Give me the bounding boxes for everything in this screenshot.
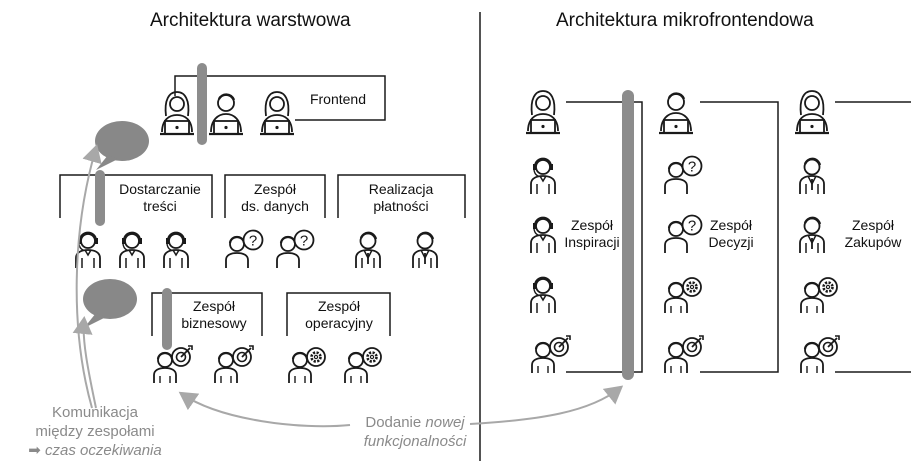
frontend-bar <box>197 63 207 145</box>
gear-person-icon <box>287 346 327 385</box>
layered-title: Architektura warstwowa <box>150 10 351 31</box>
question-person-icon <box>224 229 264 270</box>
target-person-icon <box>663 334 705 375</box>
content-box <box>59 174 213 218</box>
feature-note: Dodanie nowej funkcjonalności <box>363 414 467 450</box>
layered-architecture <box>59 63 466 409</box>
headset-person-icon <box>529 216 557 255</box>
speech-bubble-icon <box>95 121 149 170</box>
laptop-person-icon <box>158 90 196 136</box>
operations-box <box>286 292 391 336</box>
frontend-box <box>174 75 386 121</box>
communication-arrow <box>75 144 102 409</box>
laptop-person-icon <box>524 89 562 135</box>
feature-arrow-right <box>469 385 624 425</box>
communication-arrow <box>72 316 97 409</box>
arrow-right-icon: ➡ <box>28 442 41 459</box>
feature-bar <box>622 90 634 380</box>
headset-person-icon <box>162 231 190 270</box>
headset-person-icon <box>529 276 557 315</box>
headset-person-icon <box>118 231 146 270</box>
feature-arrow-left <box>178 391 351 428</box>
frontend-label: Frontend <box>303 91 373 108</box>
inspiration-box <box>566 101 643 373</box>
microfrontend-title: Architektura mikrofrontendowa <box>556 10 814 31</box>
gear-person-icon <box>343 346 383 385</box>
gear-person-icon <box>663 276 703 315</box>
suit-person-icon <box>798 216 826 255</box>
target-person-icon <box>152 344 194 385</box>
laptop-person-icon <box>258 90 296 136</box>
target-person-icon <box>213 344 255 385</box>
content-bar <box>95 170 105 226</box>
suit-person-icon <box>798 157 826 196</box>
gear-person-icon <box>799 276 839 315</box>
laptop-person-icon <box>793 89 831 135</box>
laptop-person-icon <box>657 92 695 135</box>
business-box <box>151 292 263 336</box>
target-person-icon <box>799 334 841 375</box>
decision-box <box>700 101 779 373</box>
question-person-icon <box>275 229 315 270</box>
purchase-box <box>835 101 911 373</box>
headset-person-icon <box>529 157 557 196</box>
communication-note: Komunikacja między zespołami ➡ czas ocze… <box>28 404 162 459</box>
question-person-icon <box>663 214 703 255</box>
microfrontend-architecture <box>524 89 911 380</box>
question-person-icon <box>663 155 703 196</box>
suit-person-icon <box>354 231 382 270</box>
speech-bubble-icon <box>83 279 137 328</box>
payments-box <box>337 174 466 218</box>
data-box <box>224 174 326 218</box>
suit-person-icon <box>411 231 439 270</box>
target-person-icon <box>530 334 572 375</box>
laptop-person-icon <box>207 93 245 136</box>
business-bar <box>162 288 172 350</box>
